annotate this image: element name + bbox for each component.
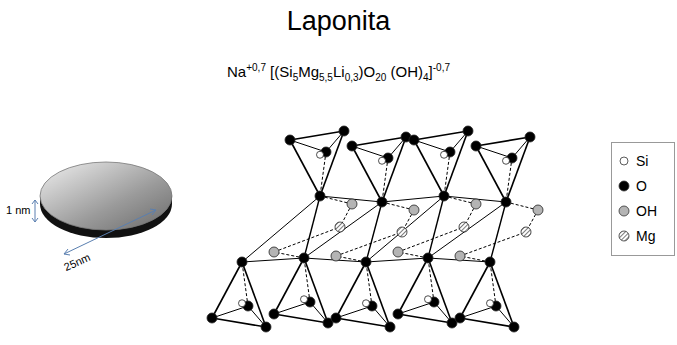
diameter-arrow bbox=[64, 209, 156, 255]
formula-part: Li bbox=[333, 63, 345, 80]
legend-text: O bbox=[636, 178, 647, 194]
chemical-formula: Na+0,7 [(Si5Mg5,5Li0,3)O20 (OH)4]-0,7 bbox=[0, 62, 677, 83]
formula-part: +0,7 bbox=[246, 62, 266, 73]
formula-part: [(Si bbox=[266, 63, 293, 80]
legend-entry: Si bbox=[618, 151, 648, 171]
legend-text: Mg bbox=[636, 228, 655, 244]
formula-part: 5 bbox=[293, 72, 299, 83]
particle-disc bbox=[40, 162, 172, 238]
legend-entry: Mg bbox=[618, 226, 655, 246]
formula-part: (OH) bbox=[386, 63, 423, 80]
formula-part: Na bbox=[227, 63, 246, 80]
formula-part: 5,5 bbox=[319, 72, 333, 83]
formula-part: 4 bbox=[423, 72, 429, 83]
formula-part: 0,3 bbox=[345, 72, 359, 83]
thickness-arrow bbox=[32, 200, 38, 222]
formula-part: 20 bbox=[375, 72, 386, 83]
formula-part: -0,7 bbox=[433, 62, 450, 73]
formula-part: ] bbox=[429, 63, 433, 80]
legend-swatch bbox=[618, 205, 630, 217]
crystal-structure bbox=[207, 126, 543, 332]
dimension-label: 1 nm bbox=[6, 204, 30, 216]
legend-entry: OH bbox=[618, 201, 657, 221]
formula-part: )O bbox=[359, 63, 376, 80]
legend-text: OH bbox=[636, 203, 657, 219]
legend-box: SiO OH Mg bbox=[611, 142, 675, 256]
legend-entry: O bbox=[618, 176, 647, 196]
legend-text: Si bbox=[636, 153, 648, 169]
legend-swatch bbox=[618, 180, 630, 192]
legend-swatch bbox=[618, 155, 630, 167]
title: Laponita bbox=[0, 6, 677, 37]
legend-swatch bbox=[618, 230, 630, 242]
formula-part: Mg bbox=[298, 63, 319, 80]
